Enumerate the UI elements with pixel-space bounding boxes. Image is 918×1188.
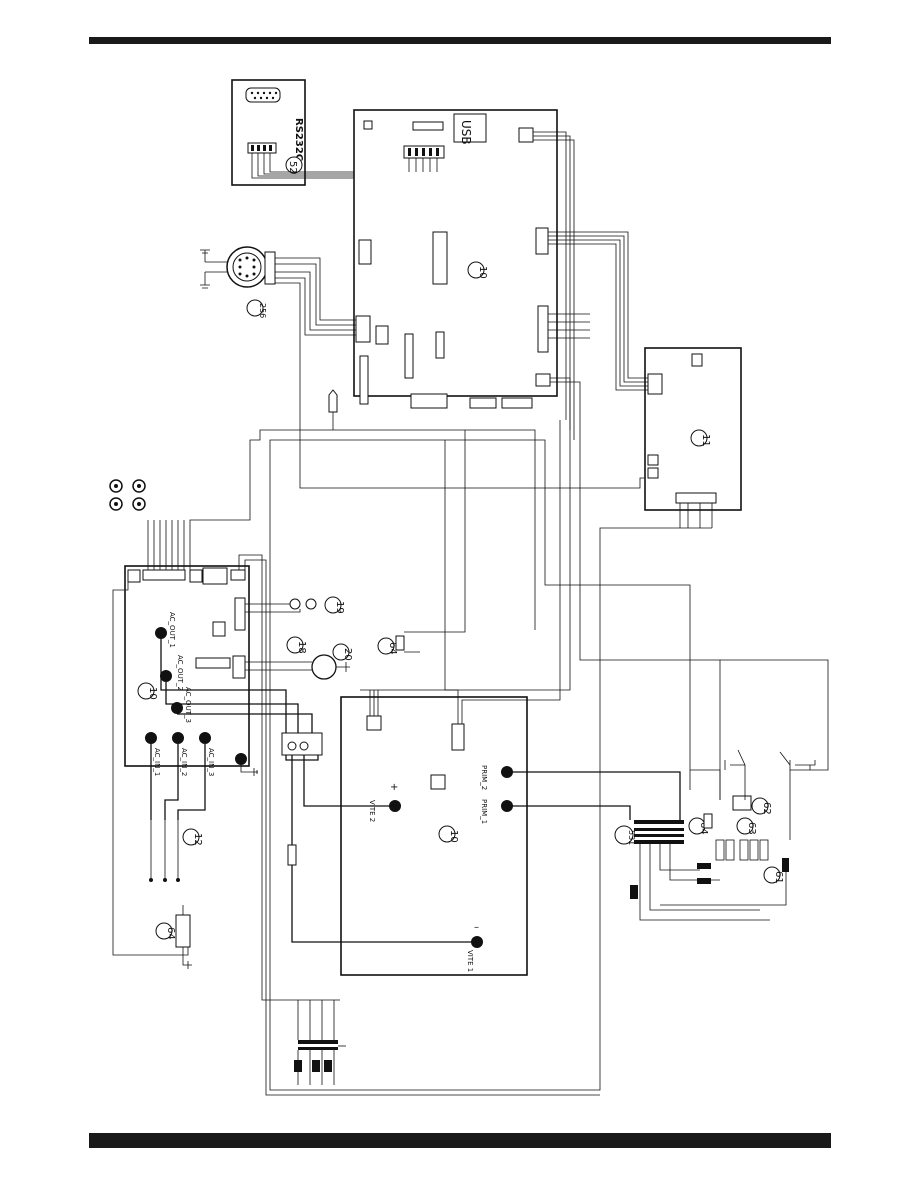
aux-board-ref: 11: [700, 434, 711, 447]
ac-in-1: AC_IN_1: [153, 748, 161, 776]
transformer-bottom: [294, 1000, 346, 1085]
sensor-a-ref: 18: [296, 641, 307, 654]
bridge-rectifier: [281, 732, 323, 756]
motor-ref: 20: [342, 648, 353, 661]
aux-board: 11: [644, 347, 742, 511]
header-bar: [89, 37, 831, 44]
vite-2: VITE 2: [368, 800, 376, 822]
vite-1-minus: –: [474, 922, 479, 933]
driver-board-ref: 10: [448, 830, 459, 843]
prim-2: PRIM_2: [480, 765, 488, 790]
ac-out-2: AC_OUT_2: [176, 655, 184, 691]
fuse-small: 64: [377, 430, 466, 655]
ac-out-1: AC_OUT_1: [168, 612, 176, 648]
round-connector: 256: [200, 246, 650, 489]
fuse-small-ref: 64: [387, 642, 398, 655]
sensor-b-ref: 19: [334, 601, 345, 614]
main-board-ref: 10: [477, 266, 488, 279]
terminal-block: 12: [149, 820, 203, 882]
rs232-label: RS232C: [293, 118, 304, 161]
ac-in-2: AC_IN_2: [180, 748, 188, 776]
rs232-ref: 52: [287, 161, 298, 174]
probe: [328, 389, 338, 430]
ac-in-3: AC_IN_3: [207, 748, 215, 776]
transformer: 531: [614, 820, 770, 921]
round-connector-ref: 256: [258, 303, 267, 318]
ground-symbols: [109, 479, 146, 511]
transformer-ref: 531: [627, 830, 636, 845]
vite-2-plus: +: [390, 782, 398, 793]
thermostat-ref: 61: [773, 871, 784, 884]
terminal-ref: 12: [192, 833, 203, 846]
switch-a-ref: 62: [761, 802, 772, 815]
power-board: 10 AC_OUT_1 AC_OUT_2 AC_OUT_3 AC_IN_1 AC…: [124, 565, 250, 776]
switches: 62 63 64 61: [660, 659, 829, 906]
main-board: USB 10: [353, 109, 558, 409]
fuse-left-ref: 64: [165, 927, 176, 940]
footer-bar: [89, 1133, 831, 1148]
fuse-left: 64: [155, 905, 192, 969]
ac-out-3: AC_OUT_3: [184, 687, 192, 723]
power-board-ref: 10: [147, 687, 158, 700]
usb-label: USB: [459, 120, 473, 145]
switch-b-ref: 63: [746, 822, 757, 835]
sensors: 19 18 20: [245, 596, 353, 680]
driver-board: 10 PRIM_2 PRIM_1 VITE 2 VITE 1 + –: [340, 696, 528, 976]
prim-1: PRIM_1: [480, 799, 488, 824]
rs232-module: RS232C 52: [231, 79, 432, 186]
vite-1: VITE 1: [466, 950, 474, 972]
